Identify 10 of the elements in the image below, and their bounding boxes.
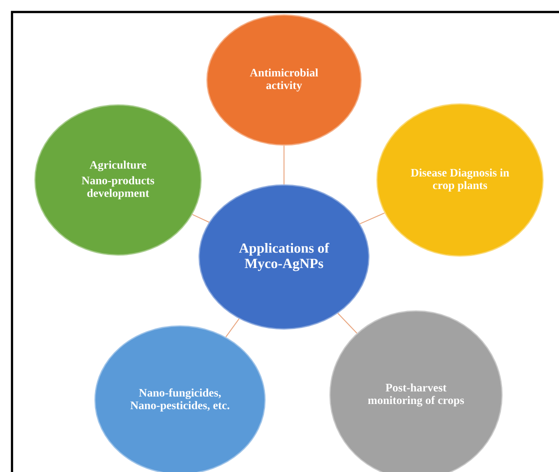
circle-node: Agriculture Nano-products development [34,104,202,256]
circle-node: Antimicrobial activity [206,14,362,146]
circle-node: Nano-fungicides, Nano-pesticides, etc. [94,325,266,472]
connector-line [337,312,358,334]
circle-node: Disease Diagnosis in crop plants [376,103,544,257]
circle-node: Post-harvest monitoring of crops [329,310,503,472]
connector-line [360,212,386,224]
connector-line [192,214,210,223]
circle-node: Applications of Myco-AgNPs [198,184,370,330]
connector-line [225,318,240,338]
